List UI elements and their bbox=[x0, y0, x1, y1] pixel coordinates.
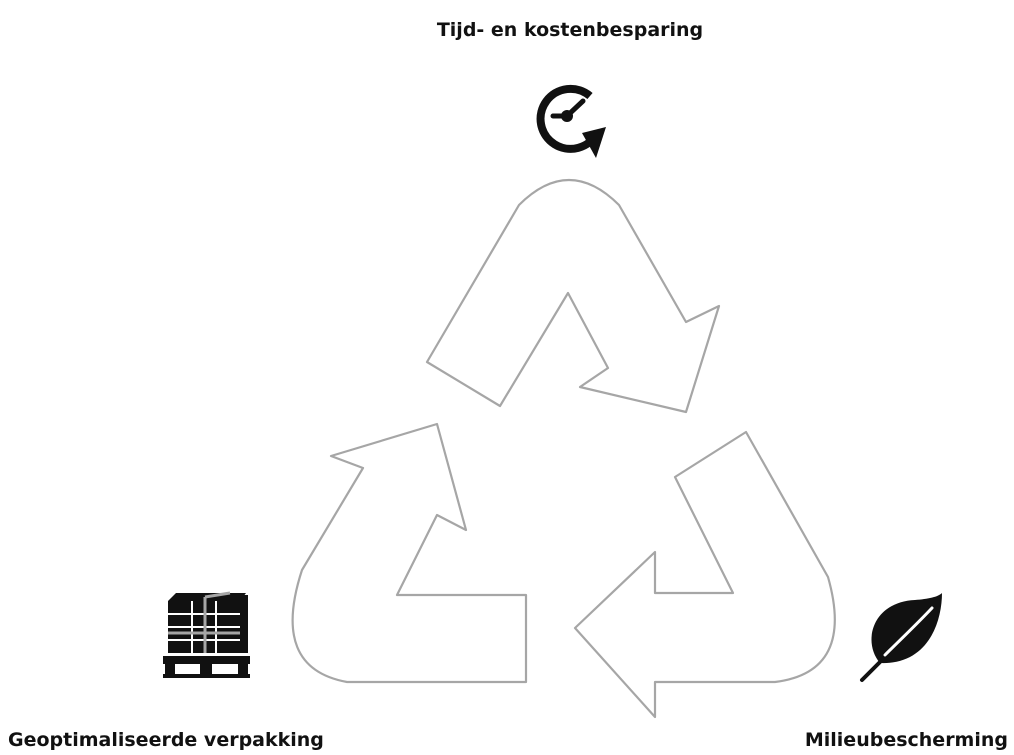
pallet-boxes-icon bbox=[163, 591, 250, 678]
label-environmental-protection: Milieubescherming bbox=[804, 729, 1008, 751]
label-optimized-packaging: Geoptimaliseerde verpakking bbox=[8, 729, 324, 751]
recycle-arrow-bottom-right bbox=[573, 430, 836, 719]
recycle-symbol-icon bbox=[291, 178, 836, 719]
recycle-arrow-bottom-left bbox=[291, 422, 528, 684]
recycle-arrow-top bbox=[425, 178, 721, 414]
leaf-icon bbox=[860, 593, 942, 682]
label-time-cost-savings: Tijd- en kostenbesparing bbox=[436, 19, 704, 41]
clock-refresh-icon bbox=[536, 84, 606, 158]
